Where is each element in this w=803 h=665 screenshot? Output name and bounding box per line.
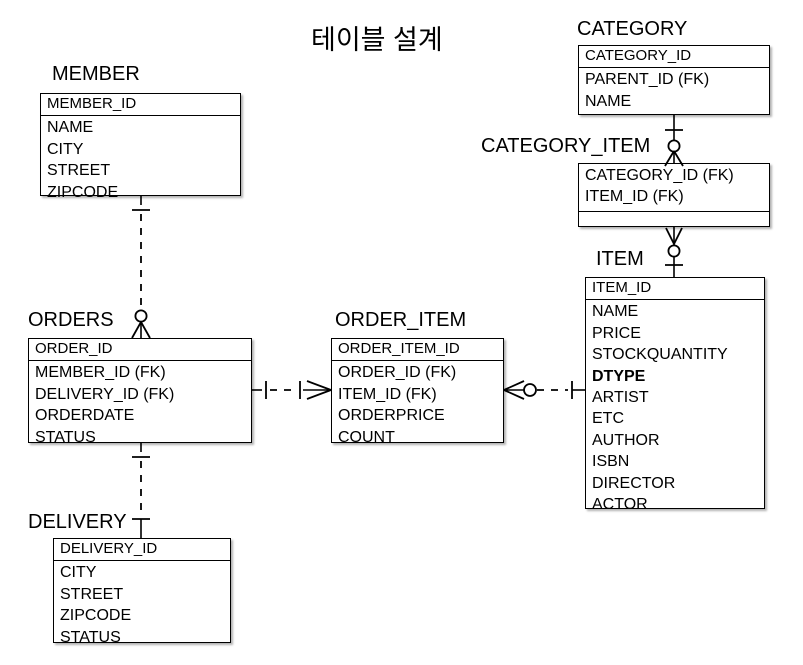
attribute-row: ITEM_ID (FK) [338, 385, 437, 403]
empty-section-category_item [579, 212, 769, 234]
entity-label-orders: ORDERS [28, 309, 114, 331]
primary-key-member: MEMBER_ID [41, 94, 240, 117]
attribute-row: ARTIST [592, 389, 649, 407]
entity-label-delivery: DELIVERY [28, 511, 127, 533]
attribute-row: STATUS [35, 428, 96, 446]
attribute-row: NAME [585, 92, 632, 110]
attribute-row: NAME [47, 119, 94, 137]
attribute-row: ITEM_ID (FK) [585, 188, 684, 206]
primary-key-category: CATEGORY_ID [579, 46, 769, 69]
attribute-row: STREET [47, 162, 111, 180]
attribute-row: DTYPE [592, 367, 646, 385]
attribute-row: PRICE [592, 324, 641, 342]
relationship-category-category-item [664, 115, 684, 167]
entity-box-order_item[interactable]: ORDER_ITEM_ID ORDER_ID (FK) ITEM_ID (FK) OR… [331, 338, 504, 446]
attribute-row: ORDERDATE [35, 407, 135, 425]
attribute-list-member: NAME CITY STREET ZIPCODE [41, 116, 240, 206]
attribute-row: ETC [592, 410, 624, 428]
entity-label-item: ITEM [596, 248, 644, 270]
entity-box-category_item[interactable]: CATEGORY_ID (FK) ITEM_ID (FK) [578, 163, 770, 227]
attribute-row: ZIPCODE [47, 183, 119, 201]
attribute-row: ISBN [592, 453, 630, 471]
entity-box-delivery[interactable]: DELIVERY_ID CITY STREET ZIPCODE STATUS [53, 538, 231, 646]
attribute-row: COUNT [338, 428, 395, 446]
attribute-list-item: NAME PRICE STOCKQUANTITY DTYPE ARTIST ETC AUTH… [586, 300, 764, 518]
attribute-row: ZIPCODE [60, 607, 132, 625]
entity-box-orders[interactable]: ORDER_ID MEMBER_ID (FK) DELIVERY_ID (FK) OR… [28, 338, 252, 446]
entity-box-member[interactable]: MEMBER_ID NAME CITY STREET ZIPCODE [40, 93, 241, 201]
entity-label-category: CATEGORY [577, 18, 688, 40]
relationship-orders-order-item [252, 380, 332, 400]
attribute-row: DIRECTOR [592, 474, 676, 492]
page-title: 테이블 설계 [311, 25, 443, 55]
relationship-member-orders [131, 196, 151, 339]
entity-box-item[interactable]: ITEM_ID NAME PRICE STOCKQUANTITY DTYPE ARTIST… [585, 277, 765, 513]
attribute-list-orders: MEMBER_ID (FK) DELIVERY_ID (FK) ORDERDATE S… [29, 361, 251, 451]
attribute-row: NAME [592, 303, 639, 321]
entity-box-category[interactable]: CATEGORY_ID PARENT_ID (FK) NAME [578, 45, 770, 115]
relationship-order-item-item [503, 380, 585, 400]
attribute-list-category: PARENT_ID (FK) NAME [579, 68, 769, 115]
primary-key-item: ITEM_ID [586, 278, 764, 301]
attribute-row: CATEGORY_ID (FK) [585, 167, 734, 184]
primary-key-orders: ORDER_ID [29, 339, 251, 362]
relationship-category-item-item [665, 227, 683, 277]
primary-key-order_item: ORDER_ITEM_ID [332, 339, 503, 362]
attribute-row: ORDER_ID (FK) [338, 364, 457, 382]
section-divider-category_item [579, 210, 769, 212]
attribute-row: ORDERPRICE [338, 407, 445, 425]
attribute-row: MEMBER_ID (FK) [35, 364, 166, 382]
attribute-row: STREET [60, 585, 124, 603]
entity-label-order_item: ORDER_ITEM [335, 309, 467, 331]
attribute-row: DELIVERY_ID (FK) [35, 385, 175, 403]
attribute-list-order_item: ORDER_ID (FK) ITEM_ID (FK) ORDERPRICE COUNT [332, 361, 503, 451]
attribute-row: CITY [60, 564, 97, 582]
attribute-row: STATUS [60, 628, 121, 646]
primary-key-delivery: DELIVERY_ID [54, 539, 230, 562]
attribute-list-category_item: CATEGORY_ID (FK) ITEM_ID (FK) [579, 164, 769, 211]
entity-label-category_item: CATEGORY_ITEM [481, 135, 651, 157]
attribute-row: AUTHOR [592, 431, 660, 449]
attribute-row: PARENT_ID (FK) [585, 71, 710, 89]
attribute-row: CITY [47, 140, 84, 158]
attribute-list-delivery: CITY STREET ZIPCODE STATUS [54, 561, 230, 651]
attribute-row: ACTOR [592, 496, 648, 514]
entity-label-member: MEMBER [52, 63, 140, 85]
relationship-orders-delivery [132, 443, 150, 538]
attribute-row: STOCKQUANTITY [592, 346, 728, 364]
